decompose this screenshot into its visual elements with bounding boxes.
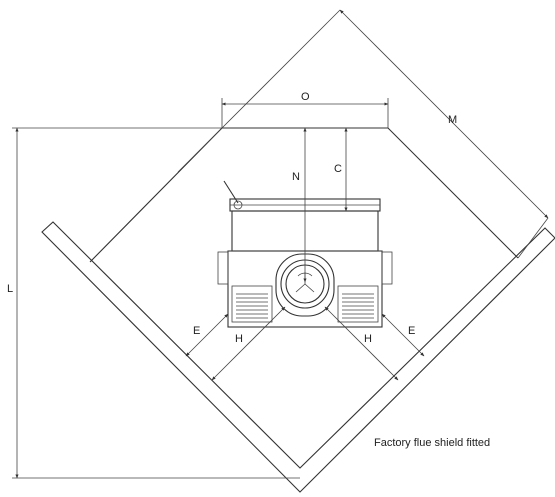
dimension-h-left: H bbox=[211, 306, 286, 381]
dimension-label-o: O bbox=[301, 91, 310, 103]
dimension-e-right: E bbox=[381, 313, 425, 357]
left-vent-grille bbox=[231, 285, 273, 323]
hearth-outline bbox=[89, 127, 519, 263]
dimension-h-right: H bbox=[324, 306, 399, 381]
dimension-label-n: N bbox=[292, 171, 300, 183]
corner-wall bbox=[41, 221, 555, 493]
dimension-label-h-left: H bbox=[235, 333, 243, 345]
dimension-label-e-right: E bbox=[408, 325, 415, 337]
dimension-label-h-right: H bbox=[364, 333, 372, 345]
dimension-m: M bbox=[177, 9, 549, 259]
left-side-handle bbox=[217, 251, 229, 285]
dimension-e-left: E bbox=[185, 313, 229, 357]
flue-shield-note: Factory flue shield fitted bbox=[374, 437, 490, 449]
riddling-lever bbox=[223, 180, 243, 210]
right-vent-grille bbox=[337, 285, 379, 323]
dimension-label-l: L bbox=[7, 283, 13, 295]
right-side-handle bbox=[381, 251, 393, 285]
dimension-label-c: C bbox=[334, 163, 342, 175]
dimension-c: C bbox=[334, 127, 348, 212]
dimension-label-m: M bbox=[448, 114, 457, 126]
dimension-l: L bbox=[7, 127, 300, 479]
dimension-n: N bbox=[292, 127, 307, 283]
dimension-o: O bbox=[221, 91, 389, 128]
dimension-label-e-left: E bbox=[193, 325, 200, 337]
